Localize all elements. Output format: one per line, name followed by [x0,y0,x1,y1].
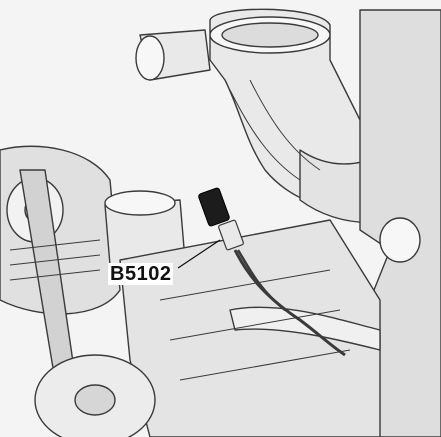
sensor-thread [218,219,244,251]
fuel-line [233,249,346,357]
block-detail-lines [159,269,351,381]
right-pipe-end [379,217,421,263]
sensor-connector [198,187,230,227]
sensor-callout-label: B5102 [108,263,174,285]
callout-leader-line [177,239,221,269]
intake-elbow-bore [221,22,319,48]
temperature-sensor-icon [198,187,286,311]
alternator-fins [9,239,101,281]
thermostat-outlet [104,190,176,216]
sensor-lead [236,249,286,311]
upper-left-pipe-end [135,35,165,81]
pipe-detail-lines [229,79,321,181]
crank-hub [74,384,116,416]
